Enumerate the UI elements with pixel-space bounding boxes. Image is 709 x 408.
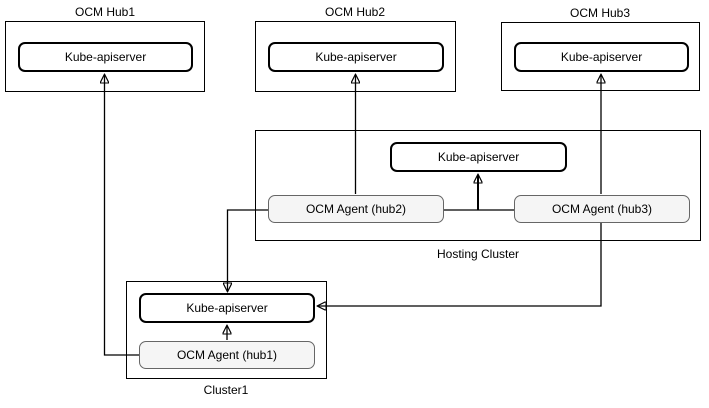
hub3-title: OCM Hub3 [569, 6, 631, 20]
hosting-cluster-label: Hosting Cluster [436, 247, 520, 261]
cluster1-apiserver-node: Kube-apiserver [139, 293, 315, 323]
agent-hub2-node: OCM Agent (hub2) [268, 195, 444, 223]
agent-hub3-node: OCM Agent (hub3) [514, 195, 690, 223]
hub2-title: OCM Hub2 [324, 5, 386, 19]
hub1-title: OCM Hub1 [74, 5, 136, 19]
hub2-apiserver-node: Kube-apiserver [268, 42, 444, 72]
cluster1-label: Cluster1 [203, 383, 249, 397]
hosting-apiserver-node: Kube-apiserver [390, 142, 567, 172]
hub3-apiserver-node: Kube-apiserver [514, 42, 689, 72]
hub1-apiserver-node: Kube-apiserver [18, 42, 193, 72]
agent-hub1-node: OCM Agent (hub1) [139, 341, 315, 369]
